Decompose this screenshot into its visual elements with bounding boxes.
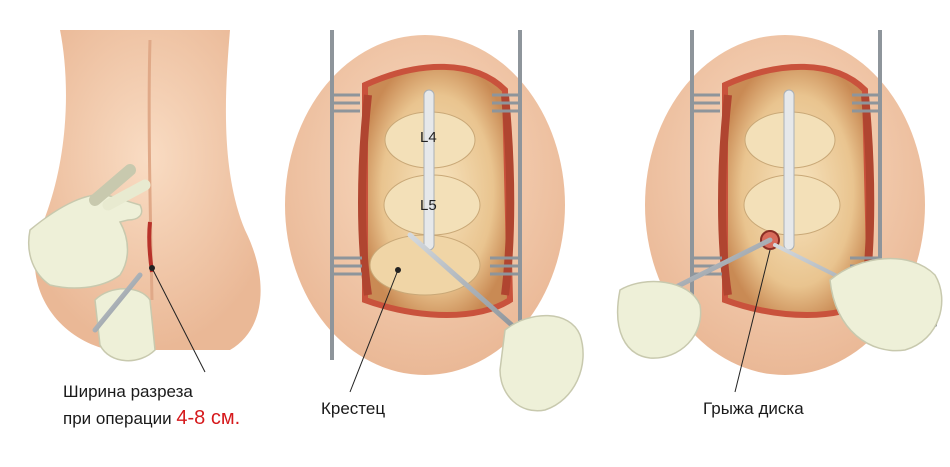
- scalpel: [92, 272, 143, 333]
- glove-finger: [102, 179, 151, 211]
- pointer-line: [734, 249, 771, 393]
- glove-finger: [89, 164, 136, 206]
- retractor-left-upper: [692, 93, 720, 113]
- muscle-edge-left: [358, 94, 372, 296]
- herniated-disc-caption: Грыжа диска: [703, 399, 804, 418]
- retractor-post-left: [330, 30, 334, 360]
- muscle-edge-left: [718, 94, 732, 296]
- panel-exposure: [285, 30, 584, 412]
- panel-incision: [28, 30, 261, 373]
- label-l5: L5: [420, 197, 437, 214]
- retractor-right-upper: [492, 93, 520, 113]
- retractor-post-right: [878, 30, 882, 330]
- incision-width-highlight: 4-8 см.: [176, 407, 241, 429]
- gloved-hand-instrument: [499, 314, 584, 412]
- sacrum-caption: Крестец: [321, 399, 386, 418]
- spinous-process: [783, 89, 795, 251]
- retractor-right-lower: [490, 256, 520, 276]
- incision-caption-line1: Ширина разреза: [63, 382, 193, 401]
- incision-caption-line2: при операции 4-8 см.: [63, 407, 240, 430]
- gloved-hand-right: [94, 288, 156, 362]
- pointer-dot: [149, 265, 155, 271]
- pointer-dot: [395, 267, 401, 273]
- incision-caption-prefix: при операции: [63, 409, 172, 428]
- pointer-line: [349, 269, 399, 393]
- spinous-process: [423, 89, 435, 251]
- retractor-left-lower: [332, 256, 362, 276]
- gloved-hand-right: [829, 257, 943, 352]
- label-l4: L4: [420, 129, 437, 146]
- gloved-hand-left: [616, 280, 702, 359]
- retractor-post-left: [690, 30, 694, 330]
- retractor-post-right: [518, 30, 522, 330]
- retractor-left-upper: [332, 93, 360, 113]
- retractor-right-upper: [852, 93, 880, 113]
- panel-removal: [616, 30, 943, 393]
- pointer-line: [151, 267, 206, 373]
